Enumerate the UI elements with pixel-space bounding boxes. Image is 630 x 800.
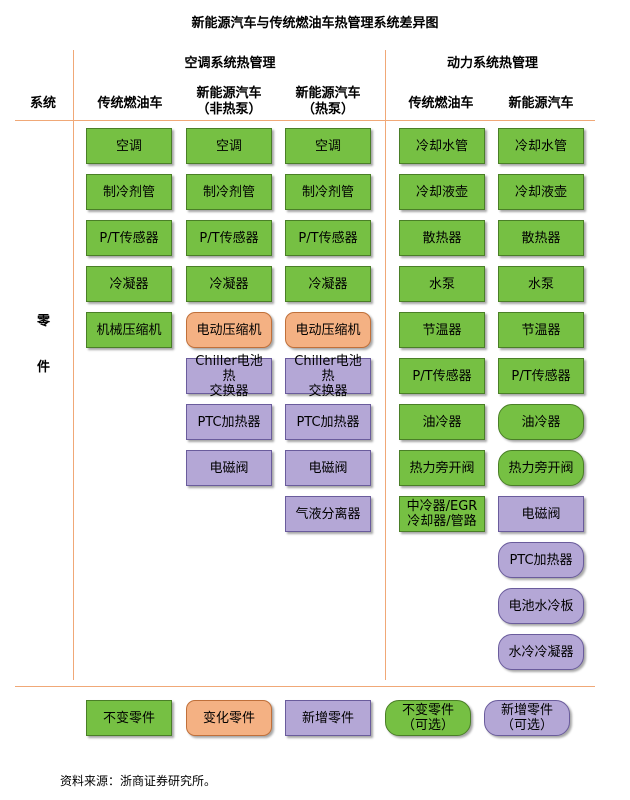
- component-box: Chiller电池热 交换器: [285, 354, 371, 399]
- component-box: 水泵: [399, 266, 485, 302]
- component-box: P/T传感器: [399, 358, 485, 394]
- header-power-traditional: 传统燃油车: [408, 96, 474, 111]
- component-box: 散热器: [399, 220, 485, 256]
- component-box: Chiller电池热 交换器: [186, 354, 272, 399]
- component-box: 油冷器: [498, 404, 584, 440]
- component-box: 制冷剂管: [186, 174, 272, 210]
- component-box: 电池水冷板: [498, 588, 584, 624]
- component-box: 散热器: [498, 220, 584, 256]
- component-box: 水泵: [498, 266, 584, 302]
- component-box: PTC加热器: [285, 404, 371, 440]
- component-box: 冷凝器: [186, 266, 272, 302]
- component-box: 节温器: [399, 312, 485, 348]
- component-box: 电动压缩机: [186, 312, 272, 348]
- component-box: P/T传感器: [498, 358, 584, 394]
- component-box: 空调: [285, 128, 371, 164]
- header-ac-nev-heatpump: 新能源汽车 （热泵）: [295, 86, 361, 117]
- component-box: 冷却水管: [498, 128, 584, 164]
- component-box: 热力旁开阀: [399, 450, 485, 486]
- component-box: P/T传感器: [285, 220, 371, 256]
- component-box: 冷凝器: [86, 266, 172, 302]
- component-box: P/T传感器: [86, 220, 172, 256]
- component-box: 机械压缩机: [86, 312, 172, 348]
- component-box: 油冷器: [399, 404, 485, 440]
- component-box: 节温器: [498, 312, 584, 348]
- component-box: 冷却液壶: [498, 174, 584, 210]
- legend-item: 不变零件 （可选）: [385, 700, 471, 736]
- component-box: 制冷剂管: [285, 174, 371, 210]
- row-label-bottom: 件: [37, 360, 51, 375]
- header-power-group: 动力系统热管理: [446, 56, 538, 71]
- header-ac-nev-no-heatpump: 新能源汽车 （非热泵）: [196, 86, 262, 117]
- component-box: 中冷器/EGR 冷却器/管路: [399, 496, 485, 532]
- row-label-top: 零: [37, 314, 51, 329]
- legend-item: 不变零件: [86, 700, 172, 736]
- component-box: 冷却液壶: [399, 174, 485, 210]
- header-system: 系统: [29, 96, 56, 111]
- diagram-title: 新能源汽车与传统燃油车热管理系统差异图: [191, 16, 439, 31]
- component-box: P/T传感器: [186, 220, 272, 256]
- component-box: 热力旁开阀: [498, 450, 584, 486]
- component-box: 空调: [86, 128, 172, 164]
- header-ac-traditional: 传统燃油车: [97, 96, 163, 111]
- component-box: PTC加热器: [186, 404, 272, 440]
- header-power-nev: 新能源汽车: [508, 96, 574, 111]
- header-divider: [15, 120, 595, 121]
- legend-item: 新增零件: [285, 700, 371, 736]
- legend-item: 变化零件: [186, 700, 272, 736]
- component-box: 电动压缩机: [285, 312, 371, 348]
- component-box: 空调: [186, 128, 272, 164]
- component-box: 冷却水管: [399, 128, 485, 164]
- source-note: 资料来源：浙商证券研究所。: [60, 774, 217, 788]
- component-box: 电磁阀: [498, 496, 584, 532]
- component-box: 制冷剂管: [86, 174, 172, 210]
- footer-divider: [15, 686, 595, 687]
- divider-middle: [385, 50, 386, 680]
- component-box: 冷凝器: [285, 266, 371, 302]
- component-box: 电磁阀: [186, 450, 272, 486]
- component-box: 电磁阀: [285, 450, 371, 486]
- component-box: 气液分离器: [285, 496, 371, 532]
- header-ac-group: 空调系统热管理: [184, 56, 276, 71]
- component-box: 水冷冷凝器: [498, 634, 584, 670]
- legend-item: 新增零件 （可选）: [484, 700, 570, 736]
- component-box: PTC加热器: [498, 542, 584, 578]
- divider-left: [73, 50, 74, 680]
